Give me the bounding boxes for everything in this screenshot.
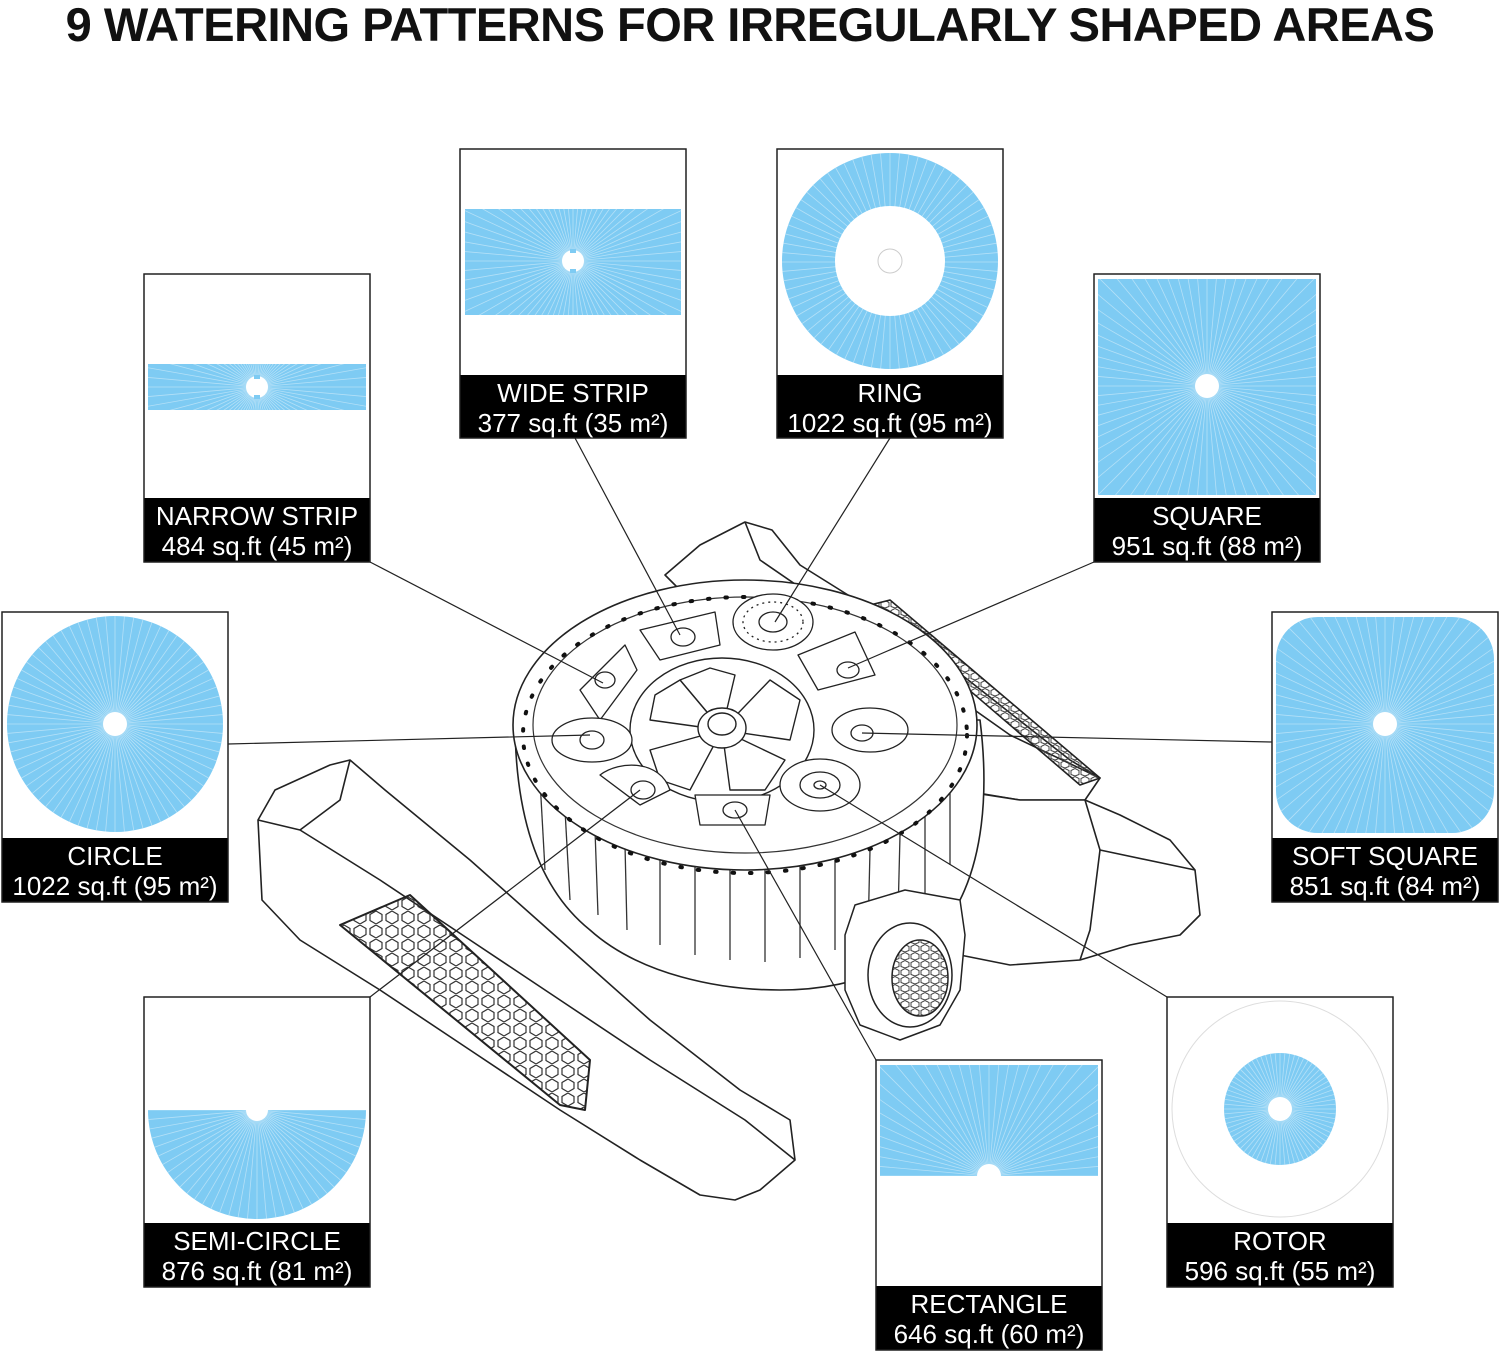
panel-label-band: [1167, 1223, 1393, 1287]
pattern-area: 851 sq.ft (84 m²): [1290, 871, 1481, 901]
pattern-name: WIDE STRIP: [497, 378, 649, 408]
semi-circle-coverage-shape: [148, 1110, 366, 1219]
pattern-area: 596 sq.ft (55 m²): [1185, 1256, 1376, 1286]
circle-coverage-shape: [7, 616, 223, 832]
panel-label-band: [144, 1223, 370, 1287]
rotor-coverage-shape: [1171, 1000, 1389, 1218]
pattern-area: 1022 sq.ft (95 m²): [787, 408, 992, 438]
leader-lines: [227, 437, 1273, 1061]
pattern-name: ROTOR: [1233, 1226, 1326, 1256]
panel-label-band: [460, 375, 686, 438]
soft-square-coverage-shape: [1276, 617, 1494, 833]
pattern-area: 484 sq.ft (45 m²): [162, 531, 353, 561]
panel-label-band: [1272, 838, 1498, 902]
panel-label-band: [1094, 498, 1320, 562]
dome-ribs: [539, 779, 951, 962]
pattern-name: NARROW STRIP: [156, 501, 358, 531]
narrow-strip-coverage-shape: [148, 364, 366, 410]
front-arm-mesh: [339, 894, 591, 1111]
pattern-area: 951 sq.ft (88 m²): [1112, 531, 1303, 561]
page-title: 9 WATERING PATTERNS FOR IRREGULARLY SHAP…: [65, 0, 1435, 51]
dial-outlets: [551, 593, 909, 826]
pattern-area: 646 sq.ft (60 m²): [894, 1319, 1085, 1349]
rectangle-coverage-shape: [880, 1065, 1098, 1176]
pattern-name: SOFT SQUARE: [1292, 841, 1478, 871]
pattern-name: SQUARE: [1152, 501, 1262, 531]
square-coverage-shape: [1098, 279, 1316, 495]
pattern-area: 377 sq.ft (35 m²): [478, 408, 669, 438]
pattern-area: 1022 sq.ft (95 m²): [12, 871, 217, 901]
sprinkler-body: [257, 521, 1201, 1201]
hose-connector: [844, 889, 966, 1041]
pattern-name: SEMI-CIRCLE: [173, 1226, 341, 1256]
panel-label-band: [2, 838, 228, 902]
wide-strip-coverage-shape: [465, 209, 681, 315]
panel-label-band: [777, 375, 1003, 438]
pattern-name: RING: [858, 378, 923, 408]
ring-coverage-shape: [782, 153, 998, 369]
panel-label-band: [876, 1286, 1102, 1350]
pattern-name: CIRCLE: [67, 841, 162, 871]
pattern-name: RECTANGLE: [911, 1289, 1068, 1319]
right-arm: [954, 789, 1201, 966]
center-fan: [629, 657, 815, 803]
panel-label-band: [144, 498, 370, 562]
pattern-area: 876 sq.ft (81 m²): [162, 1256, 353, 1286]
